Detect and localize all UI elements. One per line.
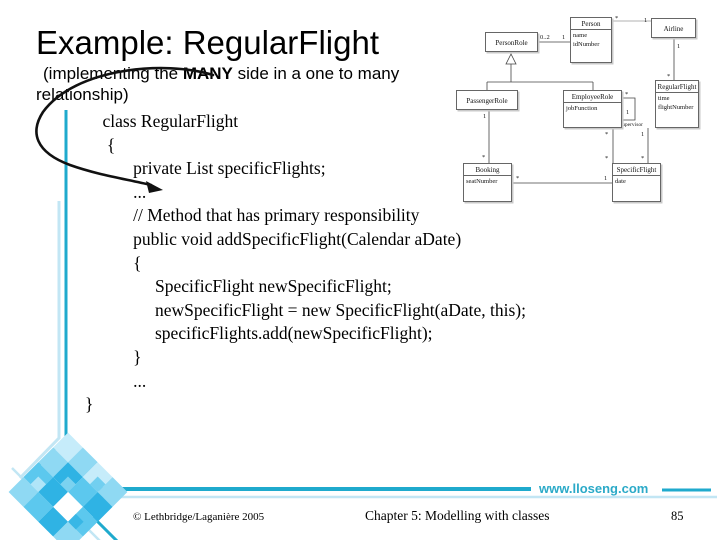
uml-multiplicity-label: * (605, 155, 608, 162)
footer-copyright: © Lethbridge/Laganière 2005 (133, 511, 265, 523)
vertical-accent-light (18, 201, 61, 480)
uml-multiplicity-label: 1 (626, 109, 629, 116)
uml-class-personrole: PersonRole (485, 32, 538, 52)
slide-subtitle-line2: relationship) (36, 85, 129, 104)
slide-title: Example: RegularFlight (36, 24, 379, 61)
uml-class-attributes: jobFunction (566, 105, 598, 112)
uml-multiplicity-label: supervisor (620, 122, 643, 128)
diamond-diagonal-teal (91, 515, 119, 540)
footer-chapter: Chapter 5: Modelling with classes (365, 508, 550, 523)
uml-multiplicity-label: * (615, 15, 618, 22)
uml-multiplicity-label: * (516, 175, 519, 182)
uml-edges: 0..2 1 * 1 1 * 1 * * * 1 * * 1 * 1 supervisor (482, 15, 680, 184)
vertical-accent-teal (25, 110, 68, 479)
uml-multiplicity-label: * (641, 155, 644, 162)
uml-multiplicity-label: * (605, 131, 608, 138)
slide-subtitle-line1: (implementing the MANY side in a one to … (43, 64, 399, 84)
uml-class-title: SpecificFlight (613, 164, 660, 176)
uml-class-title: Booking (464, 164, 511, 176)
uml-class-specificflight: SpecificFlight date (612, 163, 661, 202)
uml-multiplicity-label: 0..2 (540, 34, 550, 41)
footer-page-number: 85 (671, 509, 684, 523)
uml-multiplicity-label: * (667, 73, 670, 80)
uml-diagram: 0..2 1 * 1 1 * 1 * * * 1 * * 1 * 1 supervisor PersonRole… (445, 8, 717, 220)
uml-class-title: EmployeeRole (564, 91, 621, 103)
uml-class-passengerrole: PassengerRole (456, 90, 518, 110)
subtitle-bold-many: MANY (182, 64, 233, 83)
uml-class-booking: Booking seatNumber (463, 163, 512, 202)
uml-multiplicity-label: 1 (644, 17, 647, 24)
uml-association (622, 97, 636, 121)
uml-class-title: RegularFlight (656, 83, 698, 93)
subtitle-pre: (implementing the (43, 64, 183, 83)
subtitle-post: side in a one to many (232, 64, 400, 83)
uml-multiplicity-label: * (482, 154, 485, 161)
diamond-diagonal-light-left (11, 467, 43, 499)
uml-multiplicity-label: * (625, 91, 628, 98)
uml-class-title: Person (571, 18, 611, 30)
uml-class-title: PersonRole (495, 38, 528, 47)
diamond-mosaic (8, 432, 128, 540)
uml-class-title: PassengerRole (466, 96, 508, 105)
uml-multiplicity-label: 1 (483, 113, 486, 120)
uml-class-airline: Airline (651, 18, 696, 38)
uml-multiplicity-label: 1 (641, 131, 644, 138)
uml-multiplicity-label: 1 (562, 34, 565, 41)
footer-website[interactable]: www.lloseng.com (539, 481, 649, 496)
uml-class-employeerole: EmployeeRole jobFunction (563, 90, 622, 128)
uml-multiplicity-label: 1 (677, 43, 680, 50)
uml-class-title: Airline (663, 24, 684, 33)
uml-class-attributes: seatNumber (466, 178, 498, 185)
uml-generalization-triangle (505, 53, 517, 65)
diamond-diagonal-light (84, 525, 101, 540)
uml-multiplicity-label: 1 (604, 175, 607, 182)
uml-class-attributes: date (615, 178, 626, 185)
